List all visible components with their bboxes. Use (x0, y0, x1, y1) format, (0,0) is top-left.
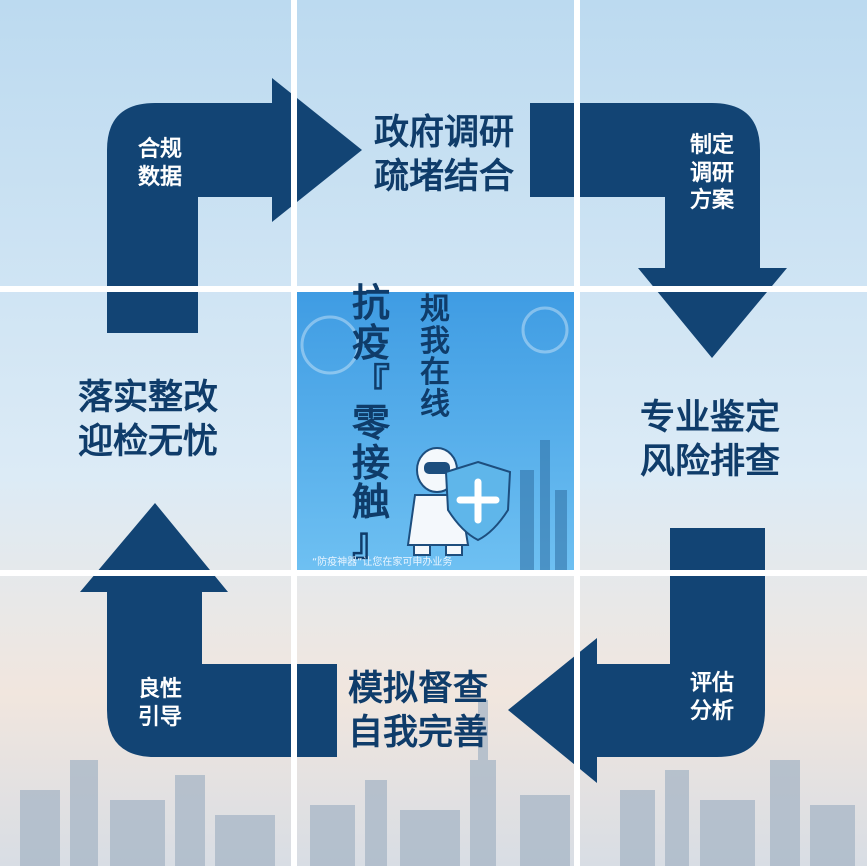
poster-char: 接 (352, 440, 391, 485)
arrow-top-right (530, 103, 787, 358)
poster-decoration (300, 306, 569, 375)
poster-char: 抗 (352, 281, 391, 325)
poster-char: 规 (420, 292, 450, 327)
poster-char: 』 (352, 520, 391, 565)
step-label-line: 政府调研 (374, 113, 515, 153)
shield-icon (444, 460, 512, 542)
step-rectification: 落实整改 迎检无忧 (78, 377, 218, 465)
step-research-plan: 制定 调研 方案 (690, 132, 734, 215)
poster-char: 在 (420, 355, 450, 390)
cycle-arrows (80, 78, 787, 783)
poster-char: 我 (420, 323, 450, 359)
poster-char: 触 (352, 480, 391, 525)
step-label-line: 风险排查 (640, 441, 781, 482)
step-label-line: 专业鉴定 (640, 398, 781, 438)
step-label-line: 制定 (690, 133, 735, 158)
step-government-research: 政府调研 疏堵结合 (374, 112, 514, 200)
step-label-line: 分析 (690, 698, 735, 724)
step-label-line: 引导 (138, 704, 183, 730)
step-label-line: 方案 (690, 188, 735, 213)
step-label-line: 评估 (690, 671, 735, 696)
step-label-line: 合规 (138, 137, 183, 162)
poster-slogan-main: 抗 疫 『 零 接 触 』 (352, 281, 391, 565)
poster-plant (520, 440, 567, 570)
poster-char: 疫 (352, 320, 391, 365)
poster-slogan-sub: 规 我 在 线 (420, 294, 450, 420)
arrow-bottom-left (80, 503, 337, 757)
step-mock-supervision: 模拟督查 自我完善 (348, 668, 488, 756)
step-label-line: 模拟督查 (348, 669, 489, 709)
arrow-top-left (107, 78, 362, 333)
step-label-line: 调研 (690, 160, 735, 186)
poster-footer: “防疫神器”让您在家可申办业务 (312, 557, 453, 568)
poster-char: 『 (352, 360, 391, 405)
step-assessment-analysis: 评估 分析 (690, 670, 734, 725)
step-label-line: 迎检无忧 (78, 421, 219, 462)
city-skyline (20, 700, 855, 866)
poster-char: 零 (352, 400, 391, 445)
step-risk-inspection: 专业鉴定 风险排查 (640, 397, 780, 485)
step-compliance-data: 合规 数据 (138, 136, 182, 191)
step-label-line: 良性 (138, 677, 183, 702)
step-label-line: 疏堵结合 (374, 156, 515, 197)
step-label-line: 自我完善 (348, 712, 489, 753)
step-positive-guidance: 良性 引导 (138, 676, 182, 731)
step-label-line: 落实整改 (78, 378, 219, 418)
step-label-line: 数据 (138, 164, 183, 190)
arrow-bottom-right (508, 528, 765, 783)
poster-char: 线 (420, 386, 450, 422)
